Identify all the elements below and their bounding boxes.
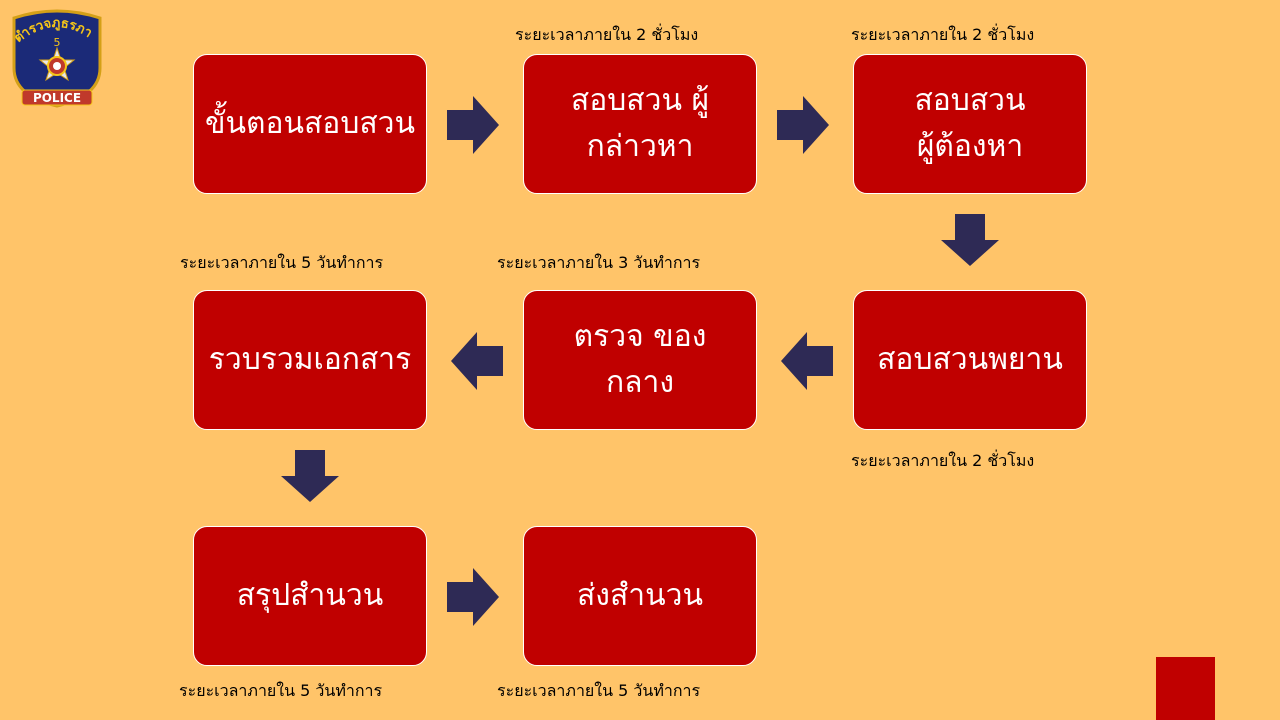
right-arrow-icon: [777, 96, 829, 154]
step-investigation-procedure: ขั้นตอนสอบสวน: [193, 54, 427, 194]
duration-label: ระยะเวลาภายใน 2 ชั่วโมง: [851, 25, 1035, 44]
police-logo: ตำรวจภูธรภาค 5 POLICE: [2, 0, 108, 108]
decorative-corner-square: [1156, 657, 1215, 720]
right-arrow-icon: [447, 96, 499, 154]
logo-number: 5: [54, 36, 61, 49]
down-arrow-icon: [281, 450, 339, 502]
left-arrow-icon: [781, 332, 833, 390]
step-interrogate-suspect: สอบสวน ผู้ต้องหา: [853, 54, 1087, 194]
right-arrow-icon: [447, 568, 499, 626]
step-inspect-evidence: ตรวจ ของ กลาง: [523, 290, 757, 430]
left-arrow-icon: [451, 332, 503, 390]
duration-label: ระยะเวลาภายใน 2 ชั่วโมง: [851, 451, 1035, 470]
step-summarize-case-file: สรุปสำนวน: [193, 526, 427, 666]
duration-label: ระยะเวลาภายใน 5 วันทำการ: [179, 681, 383, 700]
step-submit-case-file: ส่งสำนวน: [523, 526, 757, 666]
duration-label: ระยะเวลาภายใน 2 ชั่วโมง: [515, 25, 699, 44]
step-interrogate-witness: สอบสวนพยาน: [853, 290, 1087, 430]
duration-label: ระยะเวลาภายใน 5 วันทำการ: [180, 253, 384, 272]
duration-label: ระยะเวลาภายใน 3 วันทำการ: [497, 253, 701, 272]
logo-badge-text: POLICE: [33, 91, 81, 105]
step-collect-documents: รวบรวมเอกสาร: [193, 290, 427, 430]
duration-label: ระยะเวลาภายใน 5 วันทำการ: [497, 681, 701, 700]
down-arrow-icon: [941, 214, 999, 266]
badge-star-icon: [38, 46, 76, 82]
step-interrogate-accuser: สอบสวน ผู้ กล่าวหา: [523, 54, 757, 194]
